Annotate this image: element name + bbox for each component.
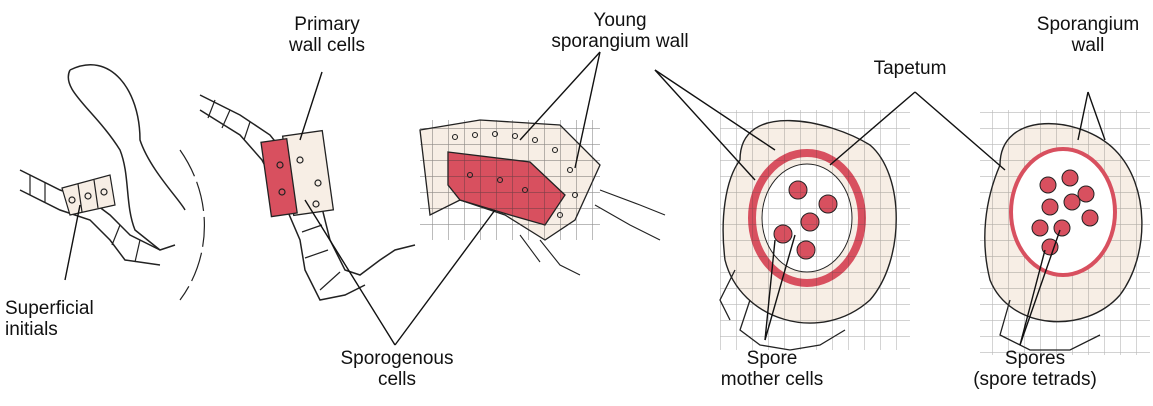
initial-cells: [62, 175, 115, 215]
stage-1-initials: [20, 65, 204, 300]
label-primary-wall-cells: Primary wall cells: [272, 14, 382, 56]
label-tapetum: Tapetum: [855, 58, 965, 79]
label-sporogenous-cells: Sporogenous cells: [332, 348, 462, 390]
stage-4-spore-mother-cells: [720, 110, 910, 350]
label-sporangium-wall: Sporangium wall: [1028, 14, 1148, 56]
stage-5-spores: [980, 110, 1150, 355]
label-spore-mother-cells: Spore mother cells: [712, 348, 832, 390]
stage-2-primary-wall: [200, 95, 415, 300]
label-young-sporangium-wall: Young sporangium wall: [520, 10, 720, 52]
label-superficial-initials: Superficial initials: [5, 298, 115, 340]
tapetum-ring-s5: [1011, 149, 1115, 275]
stage-3-young-wall: [420, 120, 665, 275]
label-spores: Spores (spore tetrads): [960, 348, 1110, 390]
